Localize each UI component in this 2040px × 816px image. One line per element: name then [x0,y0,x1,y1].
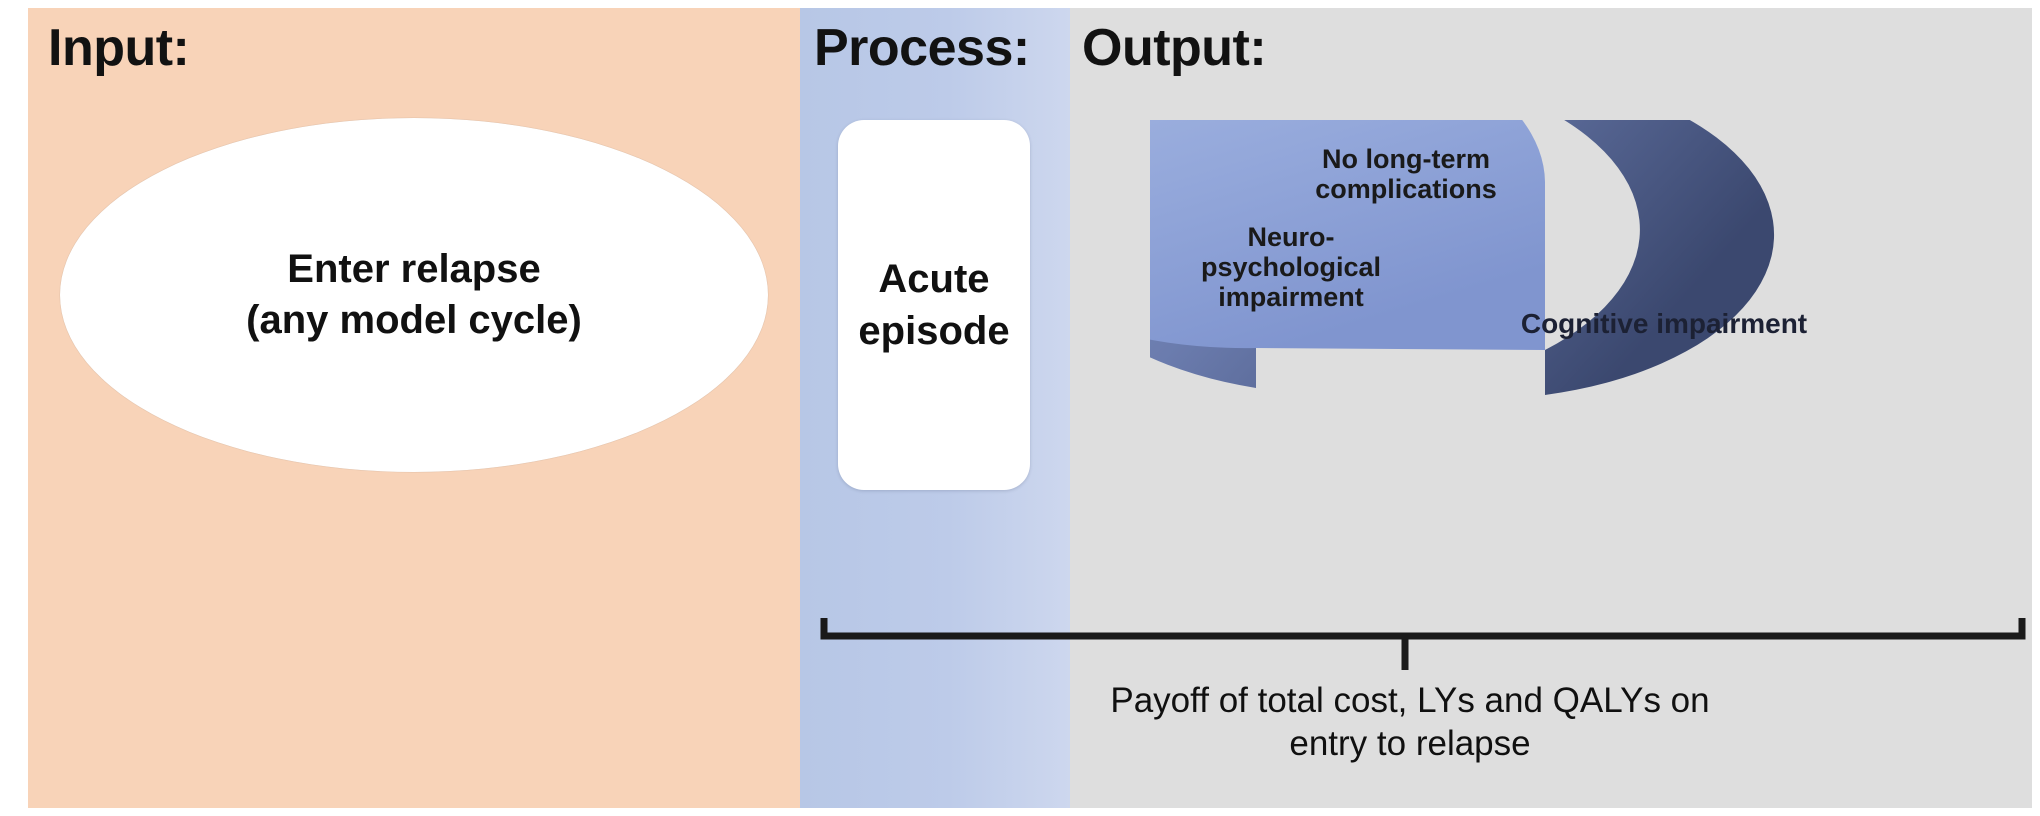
acute-episode-node: Acute episode [838,120,1030,490]
acute-episode-line-2: episode [858,309,1010,353]
pie-slice-cognitive [1150,120,1545,350]
payoff-line-1: Payoff of total cost, LYs and QALYs on [1110,681,1710,720]
bracket-horizontal-rule [820,618,2026,640]
enter-relapse-node: Enter relapse (any model cycle) [60,118,768,472]
pie-label-no-long-term-line-1: No long-term [1322,144,1490,174]
enter-relapse-line-1: Enter relapse [287,246,541,291]
pie-chart-svg [1150,120,1775,395]
payoff-bracket [820,614,2026,674]
payoff-bracket-svg [820,618,2026,670]
pie-label-cognitive-impairment: Cognitive impairment [1520,308,1808,339]
pie-label-neuro-line-3: impairment [1218,282,1364,313]
payoff-line-2: entry to relapse [1289,723,1531,763]
acute-episode-line-1: Acute [878,257,990,301]
outcomes-pie-chart [1150,120,1910,520]
pie-label-no-long-term-line-2: complications [1315,174,1497,205]
pie-label-no-long-term: No long-term complications [1276,144,1536,204]
pie-label-neuro-psychological: Neuro- psychological impairment [1166,222,1416,313]
enter-relapse-line-2: (any model cycle) [246,298,582,342]
pie-label-neuro-line-2: psychological [1200,252,1382,283]
payoff-caption: Payoff of total cost, LYs and QALYs on e… [960,680,1860,765]
input-heading: Input: [48,19,190,77]
pie-slice-cognitive-side [1150,120,1775,395]
process-heading: Process: [814,19,1030,77]
output-heading: Output: [1082,19,1267,77]
pie-label-neuro-line-1: Neuro- [1247,222,1335,252]
